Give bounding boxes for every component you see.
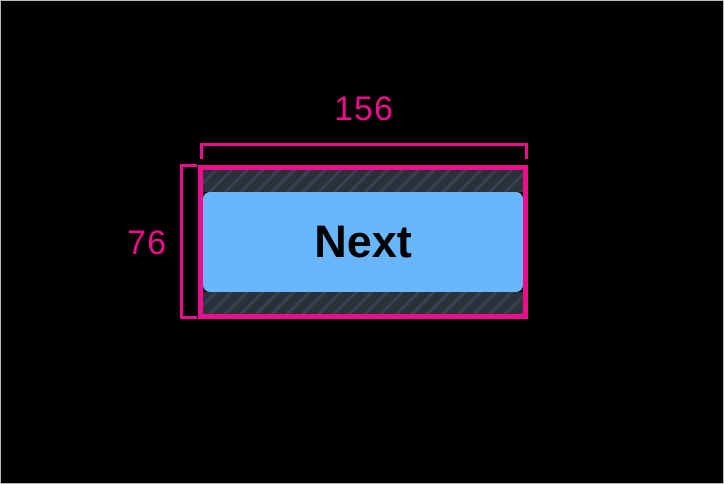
width-measurement-label: 156 <box>334 90 394 128</box>
width-bracket-tick-right <box>525 143 528 159</box>
width-bracket-bar <box>200 143 528 146</box>
highlighted-element-outline: Next <box>198 165 528 319</box>
padding-hatch-top <box>203 170 523 192</box>
width-measurement-bracket <box>200 143 528 159</box>
height-measurement-label: 76 <box>127 224 167 262</box>
width-bracket-tick-left <box>200 143 203 159</box>
height-bracket-bar <box>180 164 183 319</box>
height-bracket-tick-top <box>180 164 197 167</box>
highlighted-element-inner: Next <box>203 170 523 314</box>
padding-hatch-bottom <box>203 292 523 314</box>
height-bracket-tick-bottom <box>180 316 197 319</box>
height-measurement-bracket <box>180 164 197 319</box>
next-button[interactable]: Next <box>203 192 523 292</box>
